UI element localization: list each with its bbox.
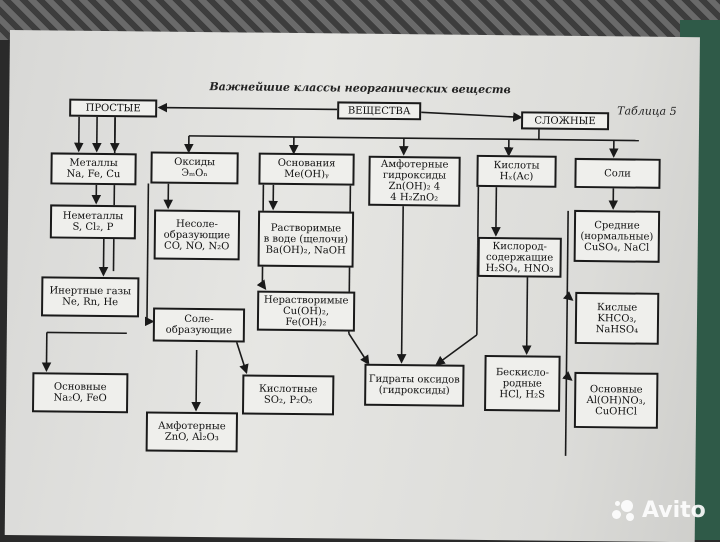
box-substances: ВЕЩЕСТВА	[337, 101, 421, 120]
box-basic-salts: Основные Al(OH)NO₃, CuOHCl	[574, 372, 659, 429]
box-non-salt-forming: Несоле- образующие CO, NO, N₂O	[154, 210, 241, 261]
box-basic-oxides: Основные Na₂O, FeO	[32, 372, 128, 413]
box-complex: СЛОЖНЫЕ	[521, 111, 609, 130]
avito-watermark: Avito	[612, 498, 706, 523]
avito-watermark-text: Avito	[642, 498, 706, 523]
box-inert-gases: Инертные газы Ne, Rn, He	[41, 276, 139, 317]
box-insoluble-bases: Нерастворимые Cu(OH)₂, Fe(OH)₂	[257, 291, 355, 332]
box-oxide-hydrates: Гидраты оксидов (гидроксиды)	[364, 364, 464, 407]
box-normal-salts: Средние (нормальные) CuSO₄, NaCl	[574, 210, 661, 263]
box-oxygenless-acids: Бескисло- родные HCl, H₂S	[484, 355, 561, 412]
table-number: Таблица 5	[617, 104, 677, 118]
box-salts: Соли	[574, 158, 660, 189]
box-amphoteric-oxides: Амфотерные ZnO, Al₂O₃	[146, 411, 238, 452]
box-metals: Металлы Na, Fe, Cu	[50, 152, 136, 185]
box-nonmetals: Неметаллы S, Cl₂, P	[50, 204, 136, 239]
book-page: Важнейшие классы неорганических веществ …	[5, 30, 700, 542]
avito-logo-icon	[612, 500, 638, 522]
box-acidic-oxides: Кислотные SO₂, P₂O₅	[242, 374, 334, 415]
box-acids: Кислоты Hₓ(Ac)	[476, 155, 556, 188]
box-oxides: Оксиды ЭₘOₙ	[150, 151, 238, 184]
box-salt-forming: Соле- образующие	[153, 308, 245, 343]
box-oxygen-acids: Кислород- содержащие H₂SO₄, HNO₃	[477, 237, 561, 278]
box-simple: ПРОСТЫЕ	[69, 99, 157, 118]
box-bases: Основания Me(OH)ᵧ	[258, 153, 354, 186]
box-amphoteric-hydroxides: Амфотерные гидроксиды Zn(OH)₂ 4 4 H₂ZnO₂	[368, 156, 461, 207]
box-soluble-bases: Растворимые в воде (щелочи) Ba(OH)₂, NaO…	[258, 211, 355, 268]
box-acidic-salts: Кислые KHCO₃, NaHSO₄	[575, 292, 660, 345]
